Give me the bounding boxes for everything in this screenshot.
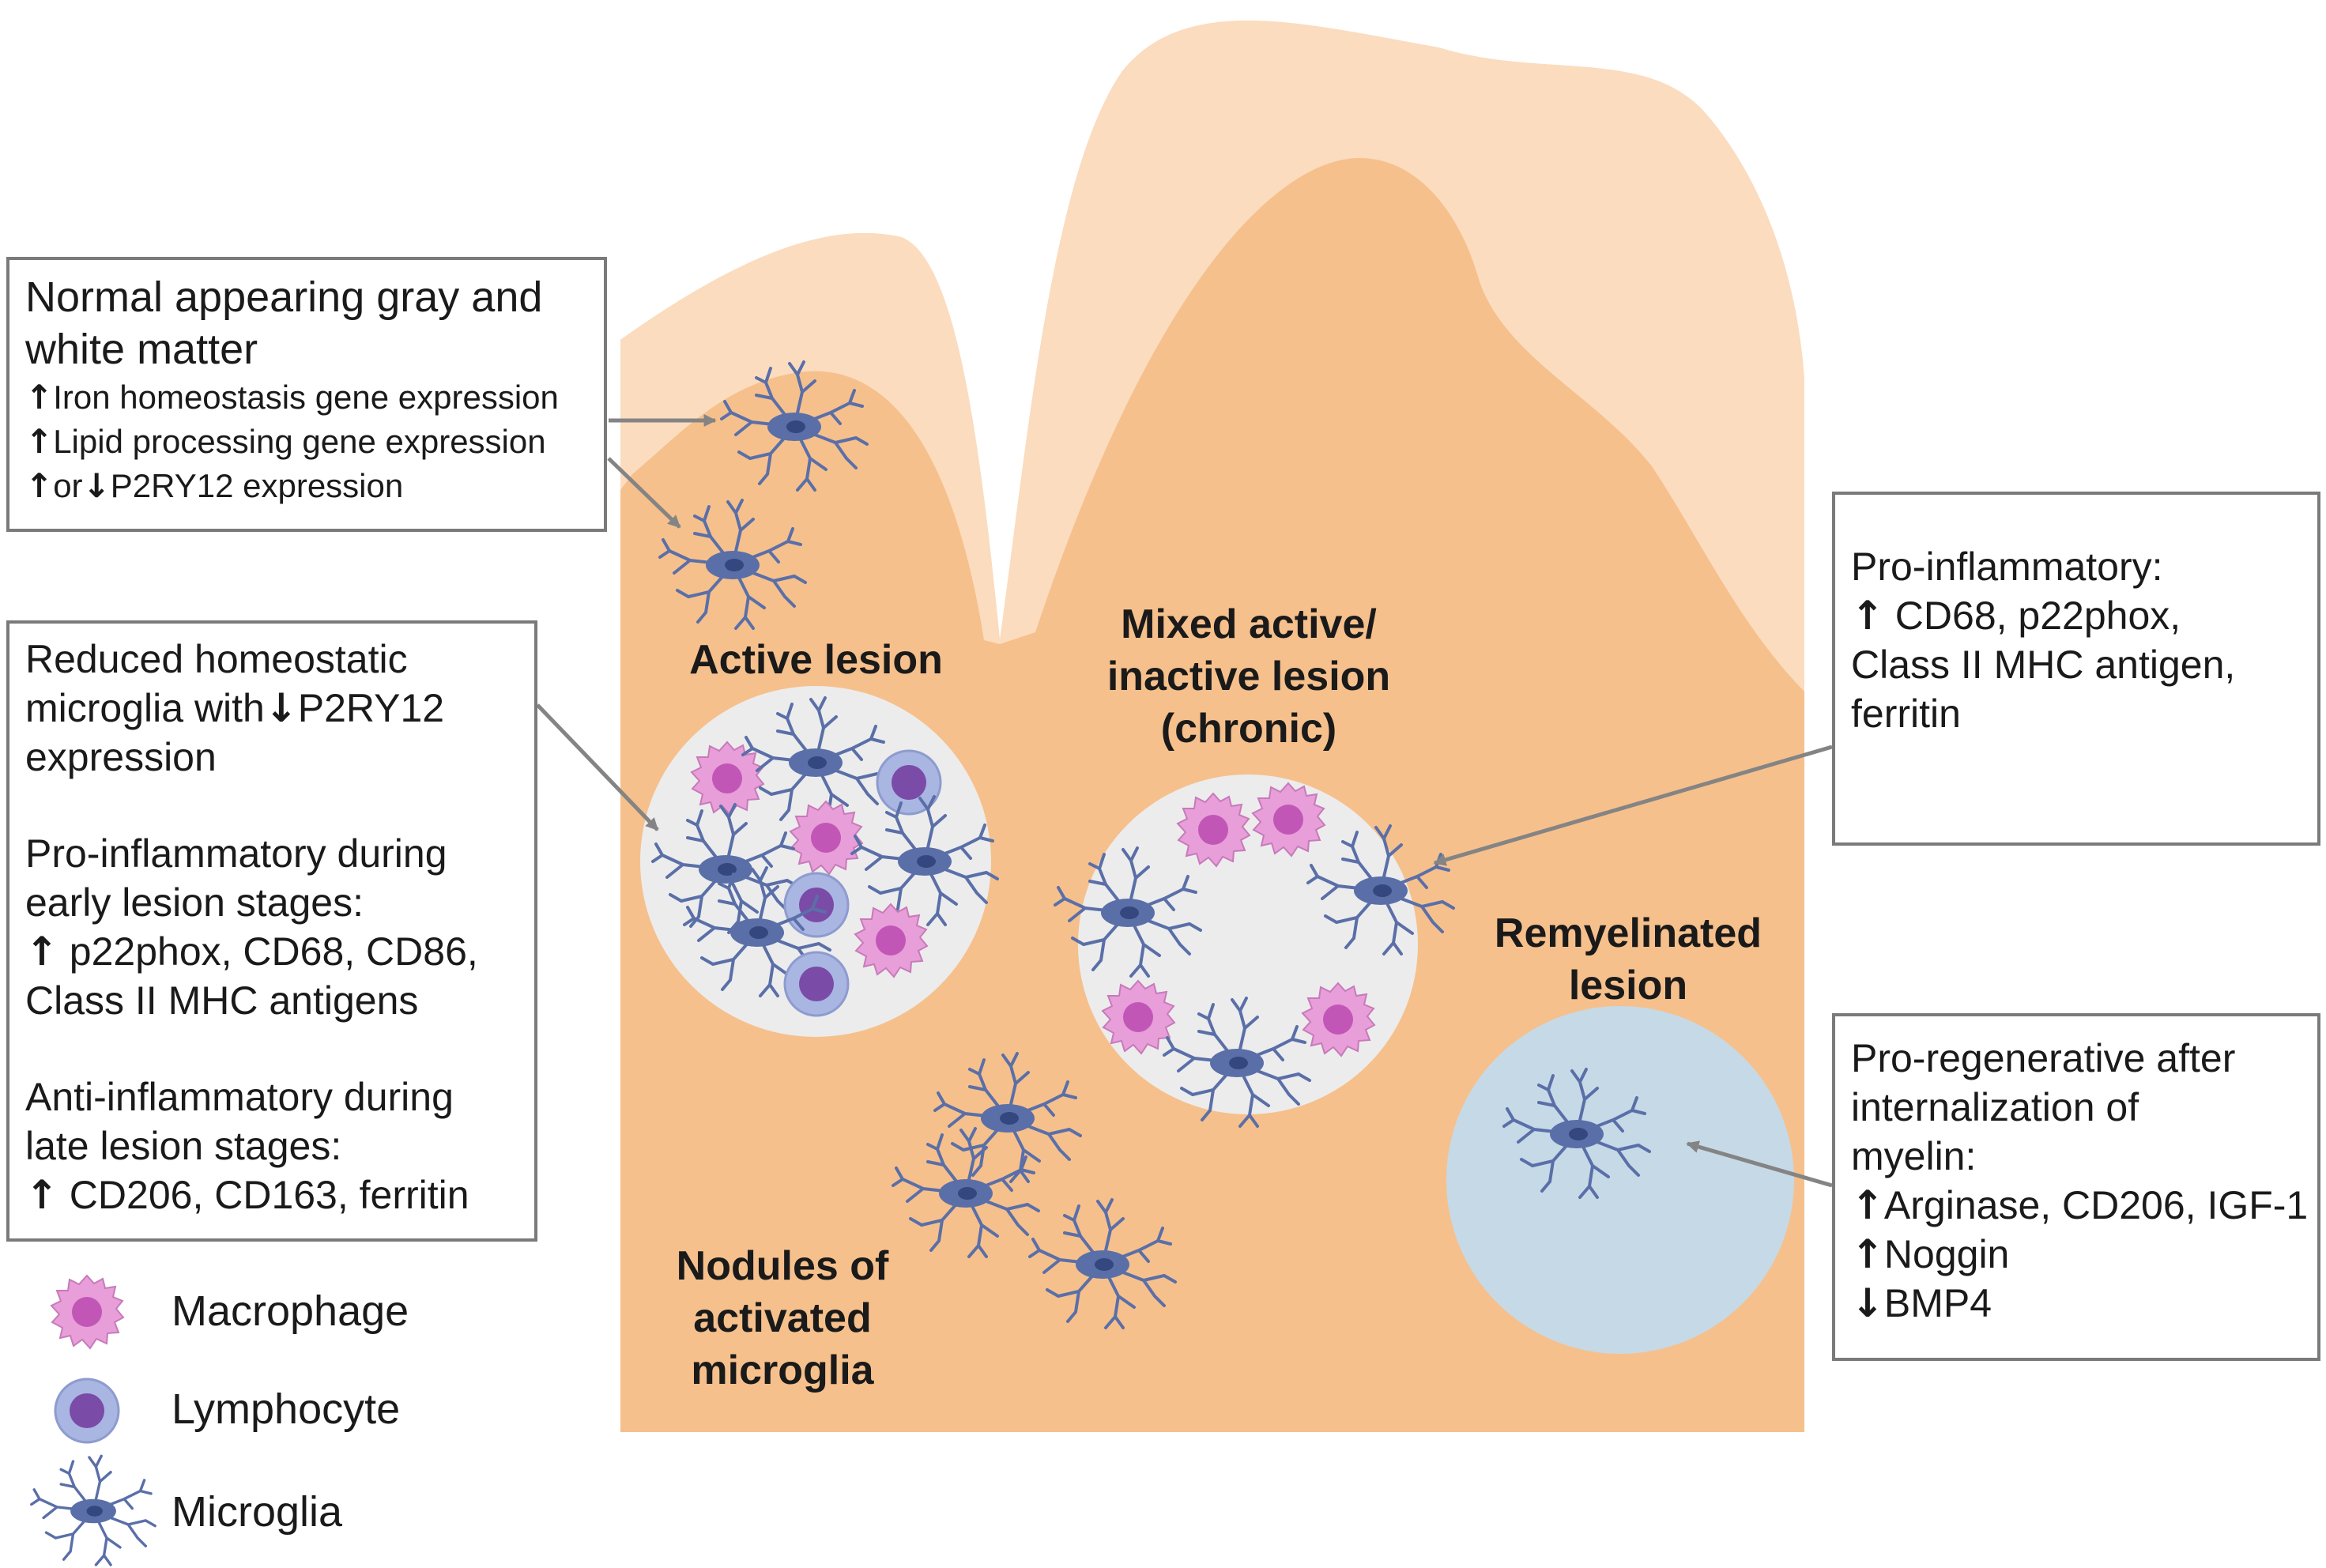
- legend-lymphocyte-label: Lymphocyte: [172, 1385, 401, 1433]
- legend-microglia-label: Microglia: [172, 1488, 343, 1536]
- legend-macrophage-label: Macrophage: [172, 1287, 409, 1335]
- expression-line: ↑Iron homeostasis gene expression: [25, 378, 559, 416]
- up-arrow-icon: ↑: [25, 378, 54, 416]
- macrophage-legend-icon: [51, 1275, 124, 1349]
- lymphocyte-legend-icon: [54, 1378, 120, 1444]
- connector-arrow: [1686, 1140, 1833, 1188]
- callout-title: white matter: [25, 326, 258, 373]
- expression-line: ↑Lipid processing gene expression: [25, 422, 546, 461]
- up-arrow-icon: ↑: [1851, 1231, 1884, 1277]
- down-arrow-icon: ↓: [264, 685, 298, 731]
- remyelinated-lesion-label: Remyelinated lesion: [1494, 910, 1762, 1008]
- connector-arrow: [607, 457, 681, 529]
- up-arrow-icon: ↑: [25, 929, 58, 974]
- mixed-lesion-callout: Pro-inflammatory: ↑ CD68, p22phox, Class…: [1832, 492, 2320, 846]
- up-arrow-icon: ↑: [1851, 1182, 1884, 1228]
- up-arrow-icon: ↑: [25, 1172, 58, 1218]
- lymphocyte-cell: [783, 951, 850, 1017]
- active-lesion-callout: Reduced homeostatic microglia with↓P2RY1…: [6, 620, 537, 1242]
- up-arrow-icon: ↑: [25, 466, 54, 505]
- nodules-label: Nodules of activated microglia: [676, 1243, 889, 1393]
- remyelinated-callout: Pro-regenerative after internalization o…: [1832, 1013, 2320, 1361]
- down-arrow-icon: ↓: [82, 466, 111, 505]
- active-lesion-label: Active lesion: [689, 637, 943, 683]
- down-arrow-icon: ↓: [1851, 1280, 1884, 1326]
- white-matter-region: [620, 21, 1804, 692]
- connector-arrow: [1433, 744, 1833, 866]
- connector-arrow: [536, 703, 659, 831]
- normal-matter-callout: Normal appearing gray and white matter ↑…: [6, 257, 607, 532]
- callout-title: Normal appearing gray and: [25, 273, 543, 321]
- up-arrow-icon: ↑: [1851, 593, 1884, 639]
- lymphocyte-cell: [783, 872, 850, 938]
- microglia-legend-icon: [30, 1454, 156, 1566]
- expression-line: ↑or↓P2RY12 expression: [25, 466, 404, 505]
- remyelinated-lesion: [1446, 1006, 1794, 1354]
- up-arrow-icon: ↑: [25, 422, 54, 461]
- mixed-lesion-label: Mixed active/ inactive lesion (chronic): [1106, 601, 1391, 752]
